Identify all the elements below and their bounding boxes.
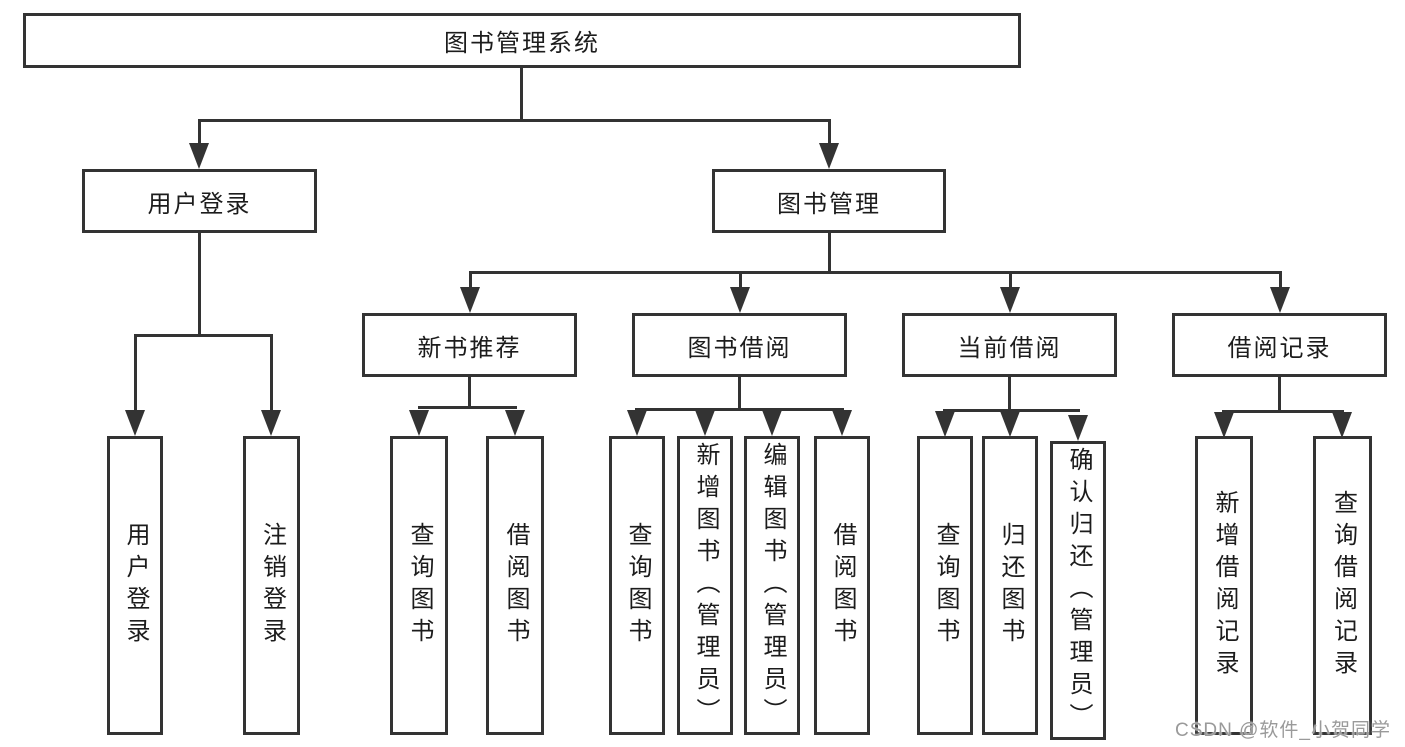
arrow-to-borrow-records: [1270, 287, 1290, 313]
connector-drop-book-borrow: [739, 271, 742, 289]
leaf-query-books-borrow: 查询图书: [609, 436, 665, 735]
leaf-user-login: 用户登录: [107, 436, 163, 735]
connector-book-borrow-rail: [635, 408, 844, 411]
leaf-label: 查询借阅记录: [1329, 489, 1357, 682]
node-label: 新书推荐: [417, 334, 522, 362]
csdn-watermark: CSDN @软件_小贺同学: [1175, 720, 1391, 741]
leaf-add-borrow-record: 新增借阅记录: [1195, 436, 1253, 735]
leaf-borrow-books: 借阅图书: [814, 436, 870, 735]
node-new-book-recommend: 新书推荐: [362, 313, 577, 377]
node-user-login: 用户登录: [82, 169, 317, 233]
arrow-to-user-login: [189, 143, 209, 169]
node-label: 图书管理系统: [444, 30, 600, 57]
node-book-management: 图书管理: [712, 169, 946, 233]
node-current-borrow: 当前借阅: [902, 313, 1117, 377]
arrow-to-confirm-return: [1068, 415, 1088, 441]
node-label: 图书借阅: [687, 334, 792, 362]
arrow-to-leaf-logout: [261, 410, 281, 436]
leaf-label: 新增图书（管理员）: [692, 441, 719, 730]
arrow-to-book-borrow: [730, 287, 750, 313]
connector-book-borrow-stem: [738, 377, 741, 411]
arrow-to-query-borrow-record: [1332, 412, 1352, 438]
connector-drop-new-book: [469, 271, 472, 289]
leaf-label: 查询图书: [406, 521, 433, 650]
leaf-label: 归还图书: [997, 521, 1024, 650]
connector-borrow-records-stem: [1278, 377, 1281, 413]
connector-drop-leaf-logout: [270, 334, 273, 412]
connector-book-management-rail: [469, 271, 1282, 274]
connector-drop-leaf-login: [134, 334, 137, 412]
connector-user-login-stem: [198, 233, 201, 337]
arrow-to-query-books-1: [409, 410, 429, 436]
arrow-to-return-books: [1000, 411, 1020, 437]
arrow-to-query-books-2: [627, 410, 647, 436]
arrow-to-leaf-login: [125, 410, 145, 436]
leaf-query-books-recommend: 查询图书: [390, 436, 448, 735]
leaf-query-books-current: 查询图书: [917, 436, 973, 735]
leaf-label: 注销登录: [258, 521, 286, 650]
connector-drop-user-login: [198, 119, 201, 145]
leaf-label: 用户登录: [122, 521, 149, 650]
node-label: 借阅记录: [1227, 334, 1332, 362]
arrow-to-borrow-books-2: [832, 410, 852, 436]
leaf-label: 借阅图书: [829, 521, 856, 650]
arrow-to-query-books-3: [935, 411, 955, 437]
connector-drop-borrow-records: [1279, 271, 1282, 289]
leaf-label: 编辑图书（管理员）: [759, 441, 786, 730]
node-label: 当前借阅: [957, 334, 1062, 362]
connector-book-management-stem: [828, 233, 831, 274]
leaf-return-books: 归还图书: [982, 436, 1038, 735]
leaf-label: 新增借阅记录: [1211, 489, 1238, 682]
connector-new-book-stem: [468, 377, 471, 409]
connector-drop-current-borrow: [1009, 271, 1012, 289]
arrow-to-add-borrow-record: [1214, 412, 1234, 438]
leaf-label: 借阅图书: [502, 521, 529, 650]
leaf-query-borrow-record: 查询借阅记录: [1313, 436, 1372, 735]
arrow-to-book-management: [819, 143, 839, 169]
connector-root-rail: [198, 119, 831, 122]
arrow-to-edit-book: [762, 410, 782, 436]
node-library-management-system: 图书管理系统: [23, 13, 1021, 68]
leaf-label: 确认归还（管理员）: [1065, 446, 1092, 735]
node-label: 用户登录: [147, 190, 252, 218]
connector-current-borrow-rail: [943, 409, 1080, 412]
leaf-logout: 注销登录: [243, 436, 300, 735]
leaf-label: 查询图书: [932, 521, 959, 650]
connector-borrow-records-rail: [1222, 410, 1344, 413]
arrow-to-borrow-books-1: [505, 410, 525, 436]
node-borrow-records: 借阅记录: [1172, 313, 1387, 377]
leaf-label: 查询图书: [624, 521, 651, 650]
leaf-add-book-admin: 新增图书（管理员）: [677, 436, 733, 735]
arrow-to-new-book: [460, 287, 480, 313]
connector-drop-book-management: [828, 119, 831, 145]
connector-new-book-rail: [418, 406, 517, 409]
leaf-edit-book-admin: 编辑图书（管理员）: [744, 436, 800, 735]
node-book-borrow: 图书借阅: [632, 313, 847, 377]
connector-root-stem: [520, 68, 523, 122]
arrow-to-current-borrow: [1000, 287, 1020, 313]
node-label: 图书管理: [777, 190, 881, 218]
connector-user-login-rail: [134, 334, 273, 337]
leaf-borrow-books-recommend: 借阅图书: [486, 436, 544, 735]
arrow-to-add-book: [695, 410, 715, 436]
leaf-confirm-return-admin: 确认归还（管理员）: [1050, 441, 1106, 740]
connector-current-borrow-stem: [1008, 377, 1011, 412]
